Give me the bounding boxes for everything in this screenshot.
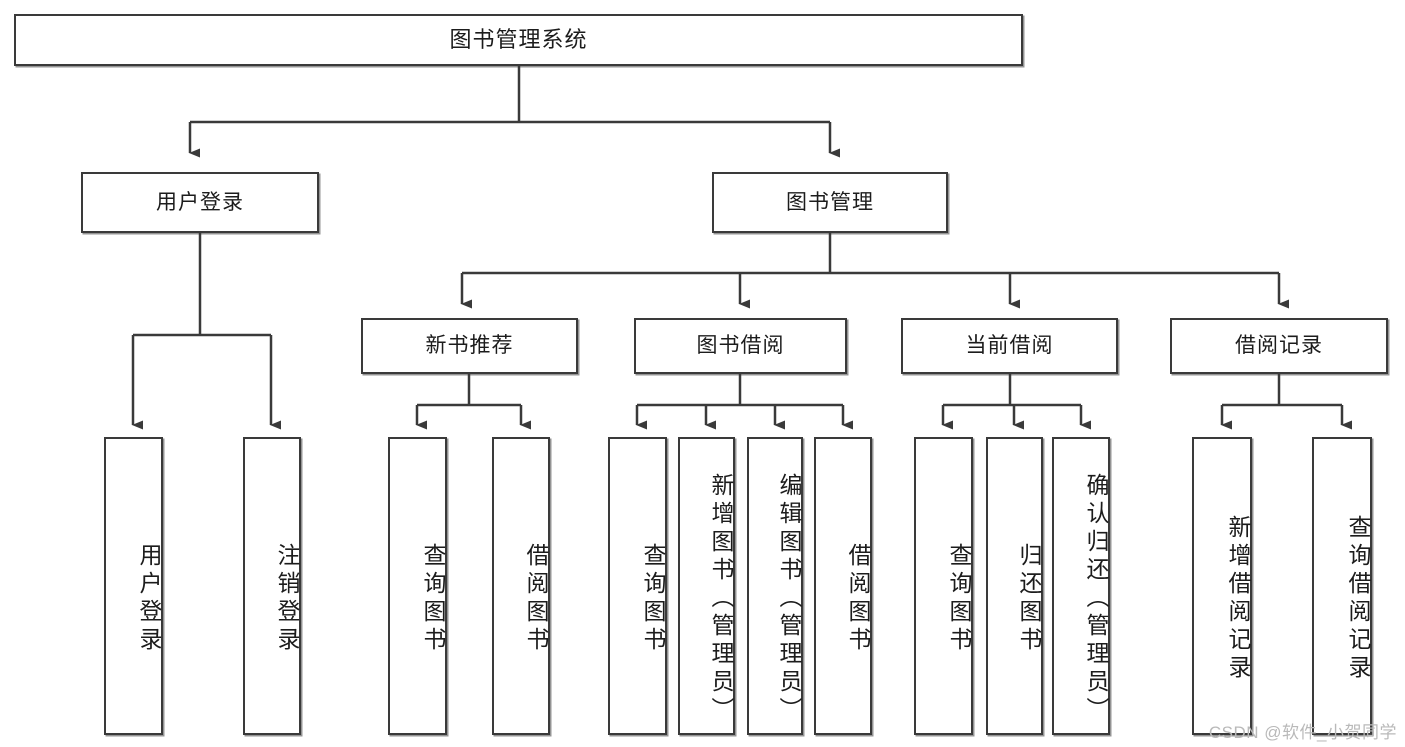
node-label: 归还图书 <box>1016 543 1042 655</box>
node-label: 确认归还（管理员） <box>1083 473 1109 725</box>
leaf-logout-login[interactable]: 注销登录 <box>243 437 301 735</box>
node-label: 借阅记录 <box>1235 334 1323 358</box>
leaf-recommend-borrow-book[interactable]: 借阅图书 <box>492 437 550 735</box>
node-label: 新书推荐 <box>425 334 514 358</box>
leaf-recommend-query-book[interactable]: 查询图书 <box>388 437 447 735</box>
node-label: 查询借阅记录 <box>1345 515 1371 683</box>
node-label: 图书管理 <box>786 190 874 214</box>
leaf-borrow-edit-book-admin[interactable]: 编辑图书（管理员） <box>747 437 803 735</box>
leaf-current-return-book[interactable]: 归还图书 <box>986 437 1043 735</box>
node-borrow-record[interactable]: 借阅记录 <box>1170 318 1388 374</box>
node-label: 查询图书 <box>946 543 972 655</box>
node-label: 用户登录 <box>136 543 162 655</box>
node-label: 查询图书 <box>640 543 666 655</box>
leaf-record-query-record[interactable]: 查询借阅记录 <box>1312 437 1372 735</box>
node-label: 新增图书（管理员） <box>708 473 734 725</box>
watermark: CSDN @软件_小贺同学 <box>1208 723 1397 742</box>
leaf-borrow-borrow-book[interactable]: 借阅图书 <box>814 437 872 735</box>
node-label: 用户登录 <box>156 190 244 214</box>
node-label: 图书借阅 <box>696 334 785 358</box>
leaf-borrow-add-book-admin[interactable]: 新增图书（管理员） <box>678 437 735 735</box>
node-label: 查询图书 <box>420 543 446 655</box>
node-user-login[interactable]: 用户登录 <box>81 172 319 233</box>
node-label: 当前借阅 <box>965 334 1054 358</box>
node-book-management[interactable]: 图书管理 <box>712 172 948 233</box>
node-current-borrow[interactable]: 当前借阅 <box>901 318 1118 374</box>
node-book-borrow[interactable]: 图书借阅 <box>634 318 847 374</box>
node-label: 图书管理系统 <box>449 26 588 52</box>
node-label: 编辑图书（管理员） <box>776 473 802 725</box>
leaf-record-add-record[interactable]: 新增借阅记录 <box>1192 437 1252 735</box>
node-root-system[interactable]: 图书管理系统 <box>14 14 1023 66</box>
leaf-current-confirm-return-admin[interactable]: 确认归还（管理员） <box>1052 437 1110 735</box>
leaf-current-query-book[interactable]: 查询图书 <box>914 437 973 735</box>
leaf-borrow-query-book[interactable]: 查询图书 <box>608 437 667 735</box>
node-label: 借阅图书 <box>845 543 871 655</box>
node-label: 借阅图书 <box>523 543 549 655</box>
leaf-user-login[interactable]: 用户登录 <box>104 437 163 735</box>
node-label: 注销登录 <box>274 543 300 655</box>
node-new-book-recommend[interactable]: 新书推荐 <box>361 318 578 374</box>
node-label: 新增借阅记录 <box>1225 515 1251 683</box>
